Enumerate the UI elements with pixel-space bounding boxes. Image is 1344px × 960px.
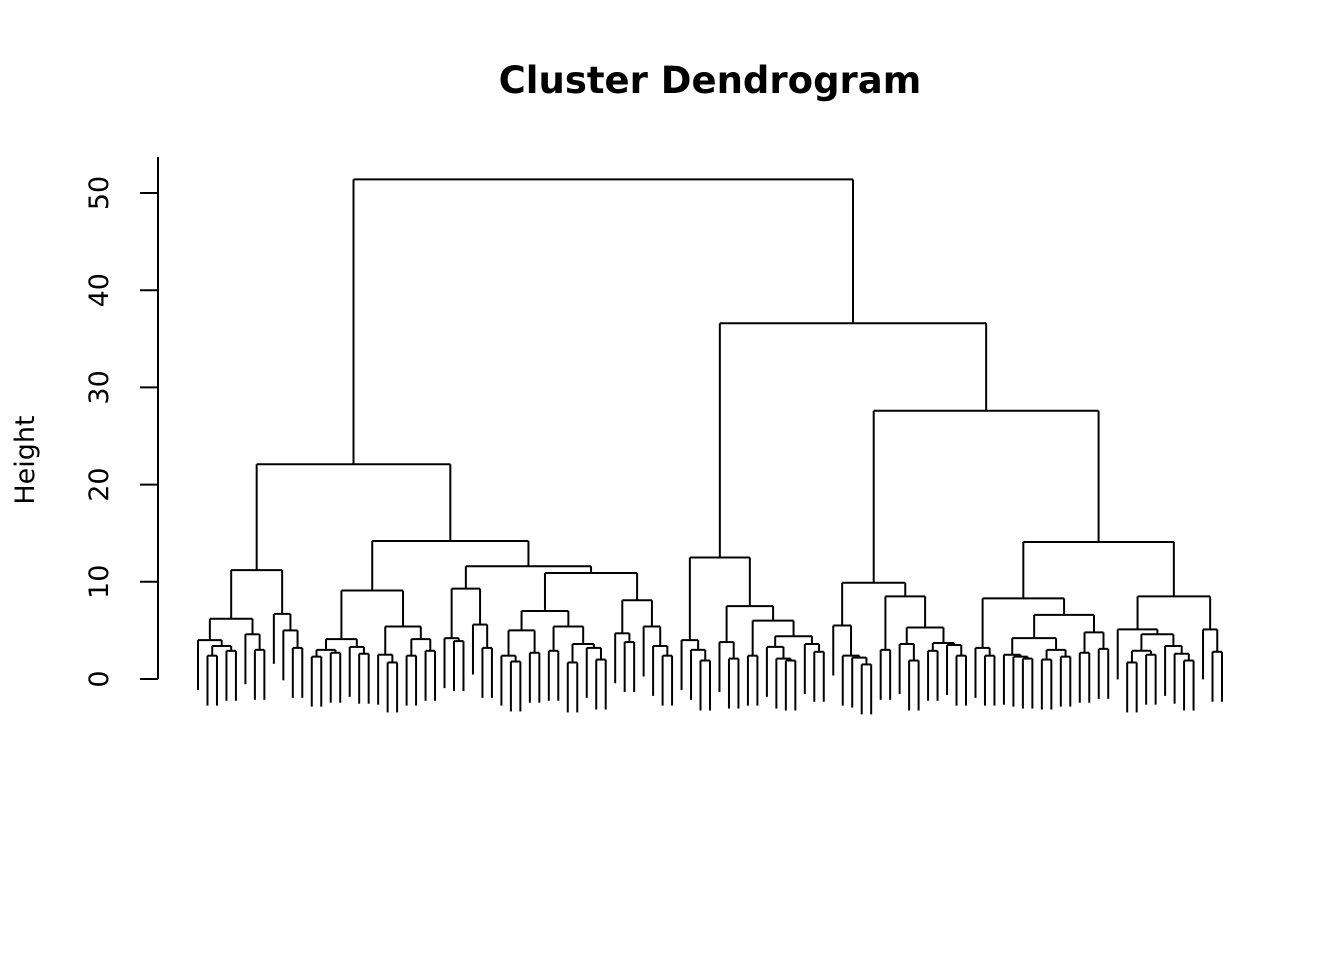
y-tick-label: 30 [84,370,115,404]
y-tick-label: 10 [84,565,115,599]
y-axis: 0 10 20 30 40 50 [84,157,159,688]
y-tick-label: 40 [84,273,115,307]
dendrogram-tree [197,178,1223,715]
chart-title: Cluster Dendrogram [499,59,922,102]
y-tick-label: 0 [84,670,115,687]
y-axis-label: Height [10,415,41,504]
y-tick-label: 50 [84,176,115,210]
y-tick-label: 20 [84,467,115,501]
